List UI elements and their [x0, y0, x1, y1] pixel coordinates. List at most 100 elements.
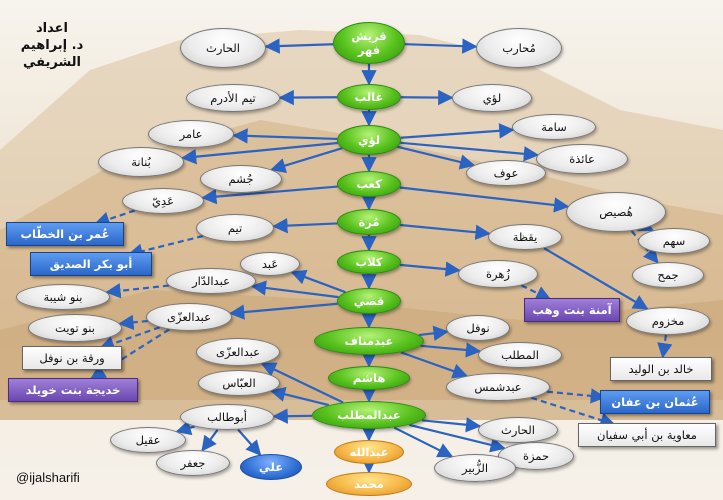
- credit-line: الشريفي: [22, 55, 82, 70]
- node-jusham: جُشم: [200, 165, 282, 193]
- connector-murra-yaqaza: [400, 223, 491, 240]
- box-muawiya: معاوية بن أبي سفيان: [578, 423, 716, 447]
- node-abd-aluzza: عبدالعزّى: [146, 303, 232, 331]
- node-bunana: بُنانة: [98, 147, 184, 177]
- connector-abutalib-ali: [237, 428, 262, 456]
- node-luayy: لؤي: [337, 125, 401, 155]
- box-khalid: خالد بن الوليد: [610, 357, 712, 381]
- node-ghalib: غالب: [337, 84, 401, 110]
- connector-abdmanaf-abdshams: [400, 351, 469, 379]
- connector-quraysh-muharib: [404, 38, 478, 54]
- connector-quraysh-harith1: [264, 38, 334, 54]
- node-muhammad: محمد: [326, 472, 412, 496]
- node-abd-shams: عبدشمس: [446, 373, 550, 401]
- connector-adiy-umar: [94, 209, 136, 227]
- connector-abdshams-uthman: [546, 388, 607, 404]
- node-abd: عَبد: [240, 252, 300, 276]
- node-sahm: سهم: [638, 228, 710, 254]
- node-zuhra: زُهرة: [458, 260, 538, 288]
- node-yaqaza: يقظة: [488, 224, 562, 250]
- node-murra: مُرة: [337, 209, 401, 235]
- credit-line: اعداد: [36, 21, 68, 36]
- node-ali: علي: [240, 454, 302, 480]
- box-amina: آمنة بنت وهب: [524, 298, 620, 322]
- node-hashim: هاشم: [328, 366, 410, 390]
- node-abd-aldar: عبدالدّار: [166, 268, 256, 294]
- node-amir: عامر: [148, 120, 234, 148]
- connector-abdaluzza1-waraqa: [98, 326, 161, 351]
- box-umar: عُمر بن الخطّاب: [6, 222, 124, 246]
- connector-luayy-bunana: [180, 141, 338, 165]
- node-harith: الحارث: [180, 28, 266, 68]
- connector-abdulmuttalib-harith2: [421, 417, 482, 433]
- connector-abdulmuttalib-abbas: [269, 386, 330, 407]
- connector-murra-taym: [272, 217, 338, 234]
- connector-abdulmuttalib-hamza: [409, 423, 506, 453]
- node-husays: هُصيص: [566, 192, 666, 232]
- node-banu-shayba: بنو شيبة: [16, 284, 110, 310]
- node-kaab: كعب: [337, 171, 401, 197]
- box-uthman: عُثمان بن عفان: [600, 390, 710, 414]
- connector-abdmanaf-nawfal: [418, 325, 449, 341]
- connector-qusay-abd: [290, 269, 346, 294]
- author-handle: @ijalsharifi: [16, 470, 80, 485]
- connector-kaab-husays: [399, 186, 570, 213]
- connector-abutalib-aqil: [175, 420, 195, 436]
- box-khadija: خديجة بنت خويلد: [8, 378, 138, 402]
- connector-abdaldar-banushayba: [105, 283, 169, 299]
- node-sama: سامة: [512, 114, 596, 140]
- node-kilab: كلاب: [337, 250, 401, 274]
- connector-abdaluzza1-khadija: [89, 328, 170, 380]
- node-aqil: عقيل: [110, 427, 186, 453]
- connector-zuhra-amina: [520, 284, 552, 301]
- connector-kaab-adiy: [201, 185, 338, 205]
- connector-qusay-abdaldar: [250, 280, 339, 299]
- connector-abdulmuttalib-zubayr: [393, 426, 454, 458]
- connector-luayy-aidha: [400, 141, 540, 162]
- node-abdullah: عبدالله: [334, 440, 404, 464]
- node-muharib: مُحارب: [476, 28, 562, 68]
- connector-abdmanaf-muttalib: [420, 342, 482, 358]
- connector-luayy-sama: [400, 123, 515, 139]
- node-jafar: جعفر: [156, 450, 230, 476]
- node-taym-aladram: تيم الأدرم: [186, 84, 280, 112]
- author-credit: اعداد د. إبراهيم الشريفي: [4, 20, 100, 71]
- node-banu-tuwayt: بنو تويت: [28, 314, 122, 342]
- node-aidha: عائذة: [536, 144, 628, 174]
- node-taym: تيم: [196, 214, 274, 242]
- connector-abdulmuttalib-abutalib: [272, 408, 313, 424]
- connector-luayy-amir: [232, 128, 338, 144]
- box-abu-bakr: أبو بكر الصديق: [30, 252, 152, 276]
- connector-kilab-zuhra: [399, 261, 461, 277]
- node-abdulmuttalib: عبدالمطلب: [312, 401, 426, 429]
- node-nawfal: نوفل: [446, 315, 510, 341]
- node-abd-aluzza-2: عبدالعزّى: [196, 338, 280, 366]
- node-quraysh: قريش فهر: [333, 22, 405, 64]
- connector-luayy-awf: [397, 145, 476, 170]
- credit-line: د. إبراهيم: [20, 38, 84, 53]
- node-awf: عوف: [466, 160, 546, 186]
- node-makhzum: مخزوم: [626, 307, 710, 335]
- node-abdmanaf: عبدمناف: [314, 327, 424, 355]
- connector-abutalib-jafar: [201, 429, 219, 452]
- node-zubayr: الزُّبير: [434, 454, 516, 482]
- node-qusay: قصي: [337, 288, 401, 314]
- connector-abdaluzza1-banutuwayt: [118, 314, 148, 331]
- connector-taym-abubakr: [127, 234, 204, 259]
- node-abu-talib: أبوطالب: [180, 404, 274, 430]
- box-waraqa: ورقة بن نوفل: [22, 346, 122, 370]
- node-muttalib: المطلب: [478, 342, 562, 368]
- connector-abdulmuttalib-abdaluzza2: [260, 362, 344, 404]
- node-harith-2: الحارث: [478, 417, 558, 443]
- node-abbas: العبّاس: [198, 370, 280, 396]
- connector-qusay-abdaluzza1: [228, 302, 338, 320]
- connector-luayy-jusham: [270, 147, 343, 174]
- connector-yaqaza-makhzum: [543, 247, 649, 310]
- node-adiy: عَدِيّ: [122, 188, 204, 214]
- connector-makhzum-khalid: [657, 334, 673, 359]
- node-luayy-branch: لؤي: [452, 84, 532, 112]
- connector-abdshams-muawiya: [531, 396, 616, 428]
- node-jumah: جمح: [632, 262, 704, 288]
